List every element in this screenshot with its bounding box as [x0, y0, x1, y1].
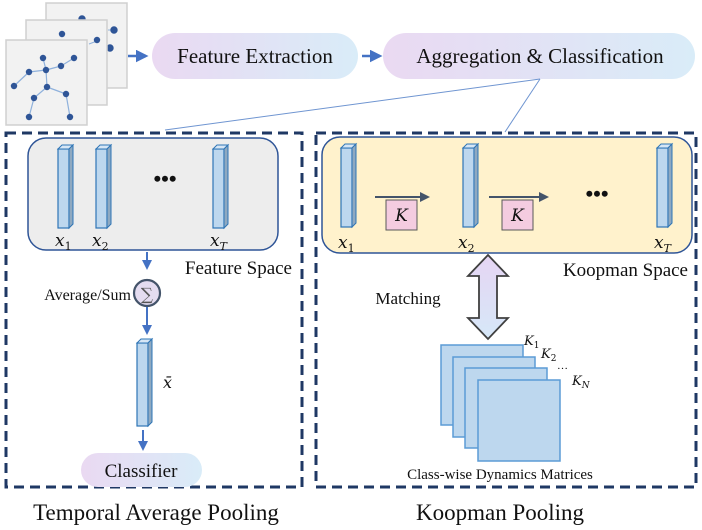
svg-text:K: K — [510, 206, 525, 226]
right-label-x2: x2 — [458, 233, 475, 255]
matching-double-arrow-icon — [465, 253, 511, 341]
left-feature-vectors — [56, 143, 230, 230]
matrix-label-kn: KN — [571, 374, 591, 391]
matrix-kn — [477, 379, 561, 462]
matrix-label-ellipsis: … — [557, 360, 568, 372]
koopman-operator-box-1: K — [385, 199, 418, 231]
feature-extraction-label: Feature Extraction — [177, 44, 333, 68]
aggregation-classification-label: Aggregation & Classification — [416, 44, 664, 68]
matrix-label-k2: K2 — [540, 347, 556, 364]
sum-aggregator: ∑ — [132, 278, 162, 308]
feature-vector-x2 — [94, 143, 113, 230]
classifier-node: Classifier — [81, 453, 202, 487]
feature-extraction-node: Feature Extraction — [152, 33, 358, 79]
right-feature-vectors — [339, 142, 674, 229]
sigma-icon — [132, 278, 162, 308]
callout-line-right — [504, 78, 541, 133]
koopman-vector-x1 — [339, 142, 358, 229]
skeleton-frames-icon — [5, 2, 128, 126]
feature-vector-xT — [211, 143, 230, 230]
skeleton-joints — [10, 54, 78, 121]
right-ellipsis: ••• — [585, 181, 608, 206]
svg-text:∑: ∑ — [141, 285, 153, 305]
temporal-average-pooling-panel — [4, 131, 304, 489]
feature-vector-x1 — [56, 143, 75, 230]
pooled-feature-label: x̄ — [163, 373, 172, 392]
left-label-x2: x2 — [92, 231, 109, 253]
pooled-feature-vector — [135, 337, 154, 428]
left-ellipsis: ••• — [153, 166, 176, 191]
right-label-xT: xT — [654, 233, 673, 255]
koopman-vector-xT — [655, 142, 674, 229]
right-label-x1: x1 — [338, 233, 355, 255]
svg-text:K: K — [394, 206, 409, 226]
pooled-vector-bar — [135, 337, 154, 428]
koopman-vector-x2 — [461, 142, 480, 229]
dynamics-matrices-stack — [440, 344, 561, 462]
koopman-pooling-caption: Koopman Pooling — [416, 500, 585, 525]
koopman-space-label: Koopman Space — [563, 260, 688, 281]
callout-line-left — [164, 78, 541, 131]
matrix-label-k1: K1 — [523, 334, 539, 351]
left-label-xT: xT — [210, 231, 229, 253]
temporal-average-pooling-caption: Temporal Average Pooling — [33, 500, 279, 525]
matching-label: Matching — [375, 289, 441, 308]
average-sum-label: Average/Sum — [44, 287, 131, 304]
koopman-operator-box-2: K — [501, 199, 534, 231]
class-wise-matrices-caption: Class-wise Dynamics Matrices — [407, 467, 593, 483]
classifier-label: Classifier — [105, 461, 178, 482]
feature-space-label: Feature Space — [185, 258, 292, 279]
left-label-x1: x1 — [55, 231, 72, 253]
aggregation-classification-node: Aggregation & Classification — [383, 33, 695, 79]
koopman-space-box — [321, 136, 693, 254]
